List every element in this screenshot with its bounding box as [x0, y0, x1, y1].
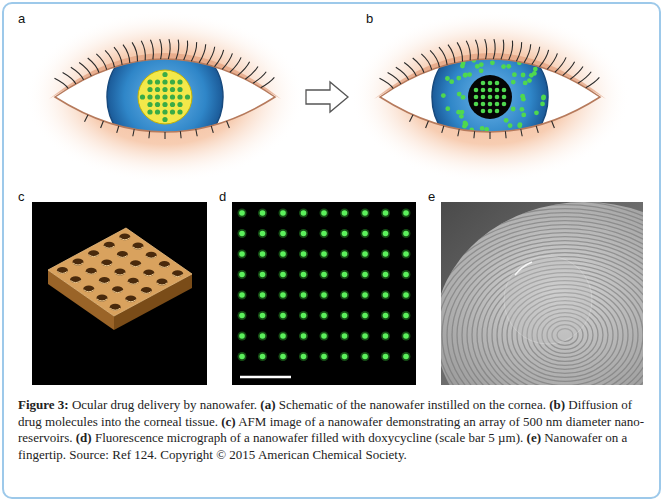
transition-arrow [306, 82, 348, 112]
panel-label: b [366, 12, 373, 26]
panel-label: e [428, 190, 435, 204]
caption-text: Schematic of the nanowafer instilled on … [276, 397, 550, 412]
panel-label: d [219, 190, 226, 204]
panel-label: c [18, 190, 25, 204]
eye-illustration [25, 11, 305, 183]
panel-label: a [18, 12, 25, 26]
caption-emphasis: (a) [260, 397, 275, 412]
caption-text: Ocular drug delivery by nanowafer. [69, 397, 261, 412]
afm-image [32, 202, 207, 385]
fluorescence-micrograph [232, 202, 416, 385]
caption-emphasis: (e) [527, 430, 541, 445]
scale-bar [240, 376, 291, 379]
caption-emphasis: (c) [221, 414, 235, 429]
figure-caption: Figure 3: Ocular drug delivery by nanowa… [18, 397, 646, 463]
caption-emphasis: (d) [76, 430, 92, 445]
caption-emphasis: Figure 3: [18, 397, 69, 412]
eye-illustration [350, 11, 630, 183]
caption-text: Fluorescence micrograph of a nanowafer f… [92, 430, 527, 445]
caption-emphasis: (b) [549, 397, 565, 412]
